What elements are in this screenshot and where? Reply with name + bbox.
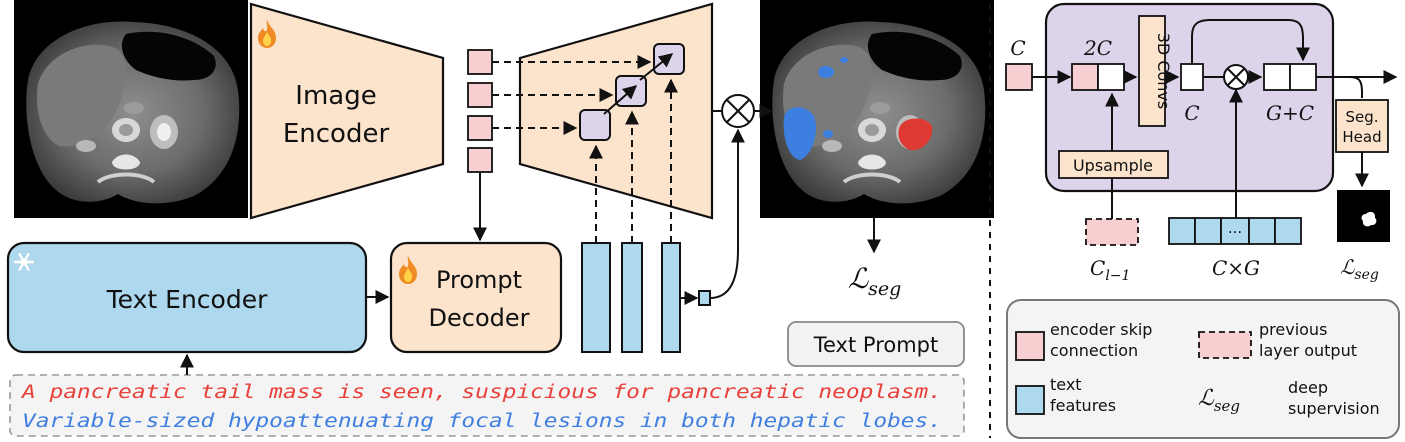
skip-square-1 xyxy=(467,49,493,75)
decoder-block-detail xyxy=(1044,2,1335,193)
legend-text-swatch xyxy=(1015,385,1045,415)
legend-skip-line2: connection xyxy=(1050,341,1138,360)
skip-square-3 xyxy=(467,115,493,141)
image-encoder-label-2: Encoder xyxy=(283,119,390,149)
text-prompt-badge xyxy=(787,321,965,367)
legend-skip-swatch xyxy=(1015,331,1045,361)
legend-text-line2: features xyxy=(1050,396,1116,415)
legend-loss-symbol: ℒseg xyxy=(1198,386,1240,415)
output-ct-image xyxy=(758,0,996,220)
input-ct-image xyxy=(12,0,250,220)
text-token-small xyxy=(698,290,711,306)
skip-square-4 xyxy=(467,147,493,173)
tokens-label: C×G xyxy=(1212,256,1260,280)
gc-square-right xyxy=(1289,63,1317,91)
mask-blob xyxy=(1361,211,1377,227)
image-encoder-label-1: Image xyxy=(295,81,376,111)
input-c-square xyxy=(1005,63,1033,91)
liver-mask-small xyxy=(823,130,833,138)
token-to-fusion-arrow xyxy=(709,128,745,299)
text-feature-bars xyxy=(581,242,681,353)
concat-square-skip xyxy=(1071,63,1099,91)
fire-icon xyxy=(258,20,276,48)
liver-mask xyxy=(783,107,817,160)
legend-prev-line1: previous xyxy=(1259,320,1327,339)
legend-skip-line1: encoder skip xyxy=(1050,320,1152,339)
skip-square-2 xyxy=(467,82,493,108)
legend-loss-line2: supervision xyxy=(1288,399,1380,418)
upsample-block xyxy=(1058,150,1169,179)
skip-connection-stack xyxy=(467,49,493,173)
seg-head-label-2: Head xyxy=(1342,128,1381,146)
prompt-decoder-block xyxy=(389,241,563,354)
legend-prev-swatch xyxy=(1198,331,1252,359)
decoder-node-1 xyxy=(579,109,611,141)
after-conv-c-label: C xyxy=(1184,101,1199,125)
liver-mask-top xyxy=(818,66,834,78)
prev-layer-square xyxy=(1085,218,1139,246)
input-c-label: C xyxy=(1010,36,1025,60)
decoder-up-arrow-1 xyxy=(603,85,638,115)
seg-head-block xyxy=(1335,99,1389,153)
prompt-line-1: A pancreatic tail mass is seen, suspicio… xyxy=(21,382,942,403)
pancreas-mask xyxy=(898,118,933,151)
to-seghead-line xyxy=(1349,76,1363,98)
mask-decoder-block xyxy=(518,2,714,220)
legend-text-line1: text xyxy=(1050,375,1082,394)
text-feature-bar-2 xyxy=(621,242,643,353)
otimes-icon xyxy=(721,94,755,128)
prompt-text-box xyxy=(9,374,965,437)
token-ellipsis: ... xyxy=(1228,219,1242,237)
snowflake-icon xyxy=(13,252,35,272)
text-feature-bar-1 xyxy=(581,242,611,353)
concat-square-up xyxy=(1097,63,1125,91)
prompt-decoder-label-1: Prompt xyxy=(436,266,522,294)
legend-prev-line2: layer output xyxy=(1259,341,1357,360)
otimes-icon xyxy=(1223,64,1249,90)
image-encoder-block xyxy=(249,2,445,220)
legend-box xyxy=(1006,299,1400,439)
conv-3d-block xyxy=(1138,15,1166,127)
left-loss-label: ℒseg xyxy=(848,262,901,300)
text-feature-bar-3 xyxy=(661,242,681,353)
fire-icon xyxy=(399,256,417,284)
text-encoder-label: Text Encoder xyxy=(106,285,268,314)
prompt-decoder-label-2: Decoder xyxy=(429,304,530,332)
right-loss-label: ℒseg xyxy=(1340,255,1379,283)
liver-mask-top2 xyxy=(840,57,848,63)
seg-head-label-1: Seg. xyxy=(1345,108,1378,126)
upsample-label: Upsample xyxy=(1073,156,1153,175)
after-conv-c-square xyxy=(1180,63,1204,91)
text-token-sequence xyxy=(1168,217,1302,245)
gc-square-left xyxy=(1263,63,1291,91)
gc-label: G+C xyxy=(1266,101,1314,125)
text-prompt-label: Text Prompt xyxy=(813,333,938,357)
concat-2c-label: 2C xyxy=(1083,36,1112,60)
residual-loop-arrow xyxy=(1191,19,1310,64)
decoder-node-3 xyxy=(653,43,685,75)
prev-layer-label: Cl−1 xyxy=(1090,256,1130,284)
conv-3d-label: 3D Convs xyxy=(1154,33,1173,110)
prompt-line-2: Variable-sized hypoattenuating focal les… xyxy=(22,411,942,432)
legend-loss-line1: deep xyxy=(1288,378,1328,397)
decoder-up-arrow-2 xyxy=(639,53,674,81)
